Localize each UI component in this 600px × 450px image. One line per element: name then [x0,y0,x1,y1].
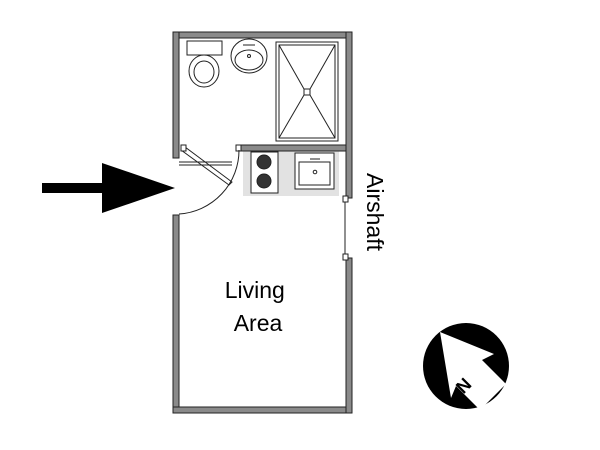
shower-icon [275,41,339,142]
airshaft-label: Airshaft [362,173,388,252]
compass-north-icon: N [423,323,509,410]
airshaft-window [342,195,349,261]
entrance-arrow-icon [42,163,175,213]
walls [172,31,353,414]
bathroom-sink-icon [230,38,268,74]
kitchen-sink-icon [294,152,335,190]
toilet-icon [186,40,223,88]
entrance-door-swing [178,149,240,215]
bathroom-door [179,144,242,186]
living-area-label: Living Area [225,277,292,336]
stove-icon [250,151,279,194]
